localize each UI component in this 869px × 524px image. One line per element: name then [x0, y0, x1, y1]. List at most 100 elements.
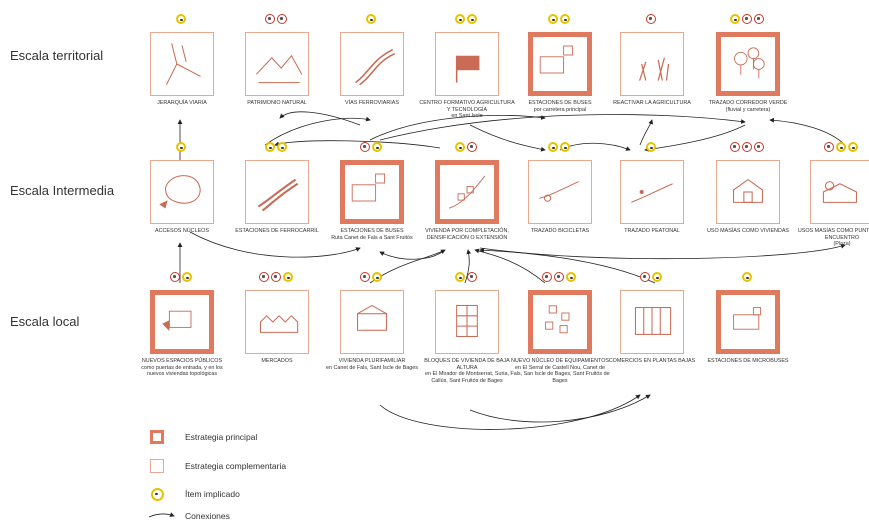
t3-title: VÍAS FERROVIARIAS — [345, 100, 399, 106]
trees-icon — [734, 47, 765, 79]
i8-title: USOS MASÍAS COMO PUNTOS DE ENCUENTRO — [797, 228, 869, 241]
railway-icon — [355, 48, 396, 86]
core-access-icon — [159, 175, 201, 209]
item-implied-badge-icon — [836, 142, 846, 152]
item-implied-badge-icon — [848, 142, 858, 152]
farmhouse-icon — [733, 178, 763, 203]
i3-strategy-box — [340, 160, 404, 224]
item-implied-badge-icon — [467, 14, 477, 24]
l1-badges — [170, 272, 192, 282]
apartment-icon — [357, 304, 387, 331]
l6-strategy-box — [620, 290, 684, 354]
market-icon — [259, 315, 299, 333]
l1-title: NUEVOS ESPACIOS PÚBLICOS — [141, 358, 223, 364]
i4-badges — [455, 142, 477, 152]
red-badge-icon — [271, 272, 281, 282]
i7-title: USO MASÍAS COMO VIVIENDAS — [706, 228, 790, 234]
bike-path-icon — [539, 181, 579, 202]
i7-caption: USO MASÍAS COMO VIVIENDAS — [698, 228, 798, 235]
i7-strategy-box — [716, 160, 780, 224]
i3-subtitle: Ruta Canet de Fals a Sant Fruitós — [331, 234, 413, 241]
row-label-intermedia: Escala Intermedia — [10, 183, 115, 198]
conn-l3-l6 — [379, 394, 641, 430]
red-badge-icon — [467, 142, 477, 152]
i2-caption: ESTACIONES DE FERROCARRIL — [227, 228, 327, 235]
i8-strategy-box — [810, 160, 869, 224]
red-badge-icon — [754, 142, 764, 152]
t4-badges — [455, 14, 477, 24]
red-badge-icon — [170, 272, 180, 282]
housing-block-icon — [456, 304, 478, 337]
t6-caption: REACTIVAR LA AGRICULTURA — [602, 100, 702, 107]
red-badge-icon — [360, 142, 370, 152]
l7-badges — [742, 272, 752, 282]
item-implied-badge-icon — [560, 142, 570, 152]
red-badge-icon — [467, 272, 477, 282]
red-badge-icon — [265, 14, 275, 24]
i5-strategy-box — [528, 160, 592, 224]
l2-strategy-box — [245, 290, 309, 354]
l4-strategy-box — [435, 290, 499, 354]
conn-l4-l6 — [469, 394, 651, 423]
conn-i5-i6 — [559, 142, 631, 151]
t3-caption: VÍAS FERROVIARIAS — [322, 100, 422, 107]
item-implied-badge-icon — [548, 14, 558, 24]
housing-slope-icon — [448, 175, 486, 209]
t4-subtitle: en Sant Iscle — [451, 113, 483, 120]
conn-i4-i2 — [274, 140, 441, 149]
t1-badges — [176, 14, 186, 24]
l4-subtitle: en El Mirador de Montserrat, Suria, Call… — [425, 371, 509, 384]
i1-title: ACCESOS NÚCLEOS — [155, 228, 209, 234]
item-implied-badge-icon — [277, 142, 287, 152]
item-implied-badge-icon — [455, 272, 465, 282]
red-badge-icon — [259, 272, 269, 282]
red-badge-icon — [742, 142, 752, 152]
t6-strategy-box — [620, 32, 684, 96]
road-network-icon — [166, 43, 201, 85]
l6-caption: COMERCIOS EN PLANTAS BAJAS — [602, 358, 702, 365]
meeting-point-icon — [822, 181, 857, 203]
item-implied-badge-icon — [372, 142, 382, 152]
i4-strategy-box — [435, 160, 499, 224]
item-implied-badge-icon — [176, 14, 186, 24]
t2-badges — [265, 14, 287, 24]
t3-badges — [366, 14, 376, 24]
crops-icon — [639, 57, 670, 81]
l6-title: COMERCIOS EN PLANTAS BAJAS — [608, 358, 696, 364]
item-implied-badge-icon — [176, 142, 186, 152]
red-badge-icon — [742, 14, 752, 24]
l6-badges — [640, 272, 662, 282]
i1-badges — [176, 142, 186, 152]
item-implied-badge-icon — [283, 272, 293, 282]
item-implied-badge-icon — [265, 142, 275, 152]
i3-title: ESTACIONES DE BUSES — [340, 228, 404, 234]
i5-badges — [548, 142, 570, 152]
mountain-icon — [255, 54, 303, 84]
l7-caption: ESTACIONES DE MICROBUSES — [698, 358, 798, 365]
l2-title: MERCADOS — [261, 358, 293, 364]
t4-caption: CENTRO FORMATIVO AGRICULTURA Y TECNOLOGÍ… — [417, 100, 517, 120]
item-implied-badge-icon — [646, 142, 656, 152]
item-implied-badge-icon — [652, 272, 662, 282]
l3-badges — [360, 272, 382, 282]
i4-caption: VIVIENDA POR COMPLETACIÓN, DENSIFICACIÓN… — [417, 228, 517, 241]
l3-subtitle: en Canet de Fals, Sant Iscle de Bages — [326, 364, 418, 371]
l2-caption: MERCADOS — [227, 358, 327, 365]
item-implied-badge-icon — [730, 14, 740, 24]
t7-strategy-box — [716, 32, 780, 96]
item-implied-badge-icon — [566, 272, 576, 282]
t6-title: REACTIVAR LA AGRICULTURA — [613, 100, 691, 106]
i6-badges — [646, 142, 656, 152]
row-label-local: Escala local — [10, 314, 80, 329]
i5-caption: TRAZADO BICICLETAS — [510, 228, 610, 235]
red-badge-icon — [277, 14, 287, 24]
item-implied-badge-icon — [560, 14, 570, 24]
l5-subtitle: en El Serral de Castell Nou, Canet de Fa… — [510, 364, 610, 384]
item-implied-badge-icon — [455, 14, 465, 24]
facilities-icon — [545, 305, 570, 334]
conn-t3-t2 — [279, 111, 361, 126]
l1-strategy-box — [150, 290, 214, 354]
i3-badges — [360, 142, 382, 152]
